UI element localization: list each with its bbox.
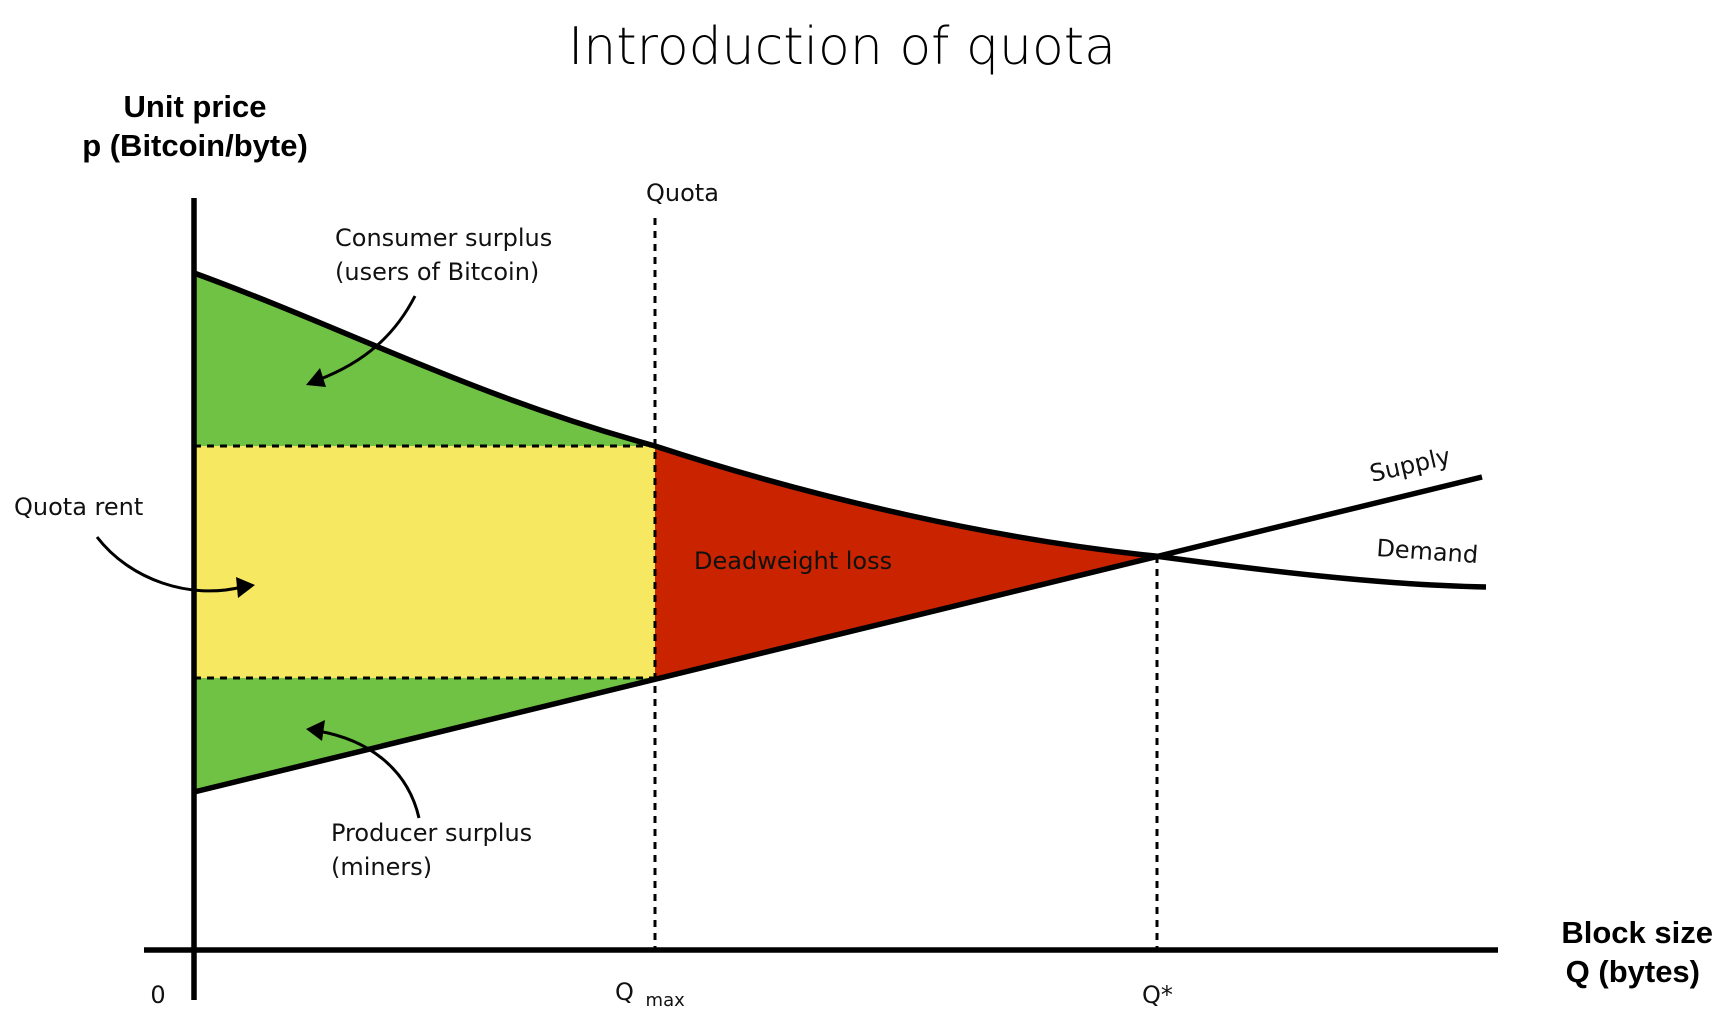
consumer-surplus-arrowhead xyxy=(306,368,326,387)
supply-label: Supply xyxy=(1367,442,1453,488)
y-axis-title-line2: p (Bitcoin/byte) xyxy=(82,128,308,163)
quota-rent-area xyxy=(194,446,655,678)
y-axis-title-line1: Unit price xyxy=(124,89,267,124)
demand-curve xyxy=(193,270,1487,590)
demand-label: Demand xyxy=(1376,534,1479,569)
quota-rent-label: Quota rent xyxy=(14,493,143,521)
consumer-surplus-area xyxy=(194,273,655,446)
qmax-label: Q max xyxy=(615,978,685,1011)
quota-rent-arrow xyxy=(95,536,243,593)
producer-surplus-arrow xyxy=(317,729,421,819)
deadweight-loss-area xyxy=(655,446,1155,678)
diagram-title: Introduction of quota xyxy=(568,17,1116,77)
producer-surplus-label-line1: Producer surplus xyxy=(331,819,532,847)
consumer-surplus-label-line1: Consumer surplus xyxy=(335,224,552,252)
supply-curve xyxy=(193,474,1483,795)
producer-surplus-label-line2: (miners) xyxy=(331,853,432,881)
deadweight-loss-label: Deadweight loss xyxy=(694,547,892,575)
origin-label: 0 xyxy=(150,981,165,1009)
producer-surplus-arrowhead xyxy=(306,720,325,741)
consumer-surplus-arrow xyxy=(317,295,417,382)
x-axis-title-line2: Q (bytes) xyxy=(1566,954,1700,989)
quota-rent-arrowhead xyxy=(236,577,255,598)
qmax-label-main: Q xyxy=(615,978,634,1006)
qstar-label: Q* xyxy=(1142,981,1173,1009)
qmax-label-subscript: max xyxy=(646,990,686,1011)
x-axis-title-line1: Block size xyxy=(1561,915,1713,950)
consumer-surplus-label-line2: (users of Bitcoin) xyxy=(335,258,539,286)
quota-line-label: Quota xyxy=(646,179,719,207)
